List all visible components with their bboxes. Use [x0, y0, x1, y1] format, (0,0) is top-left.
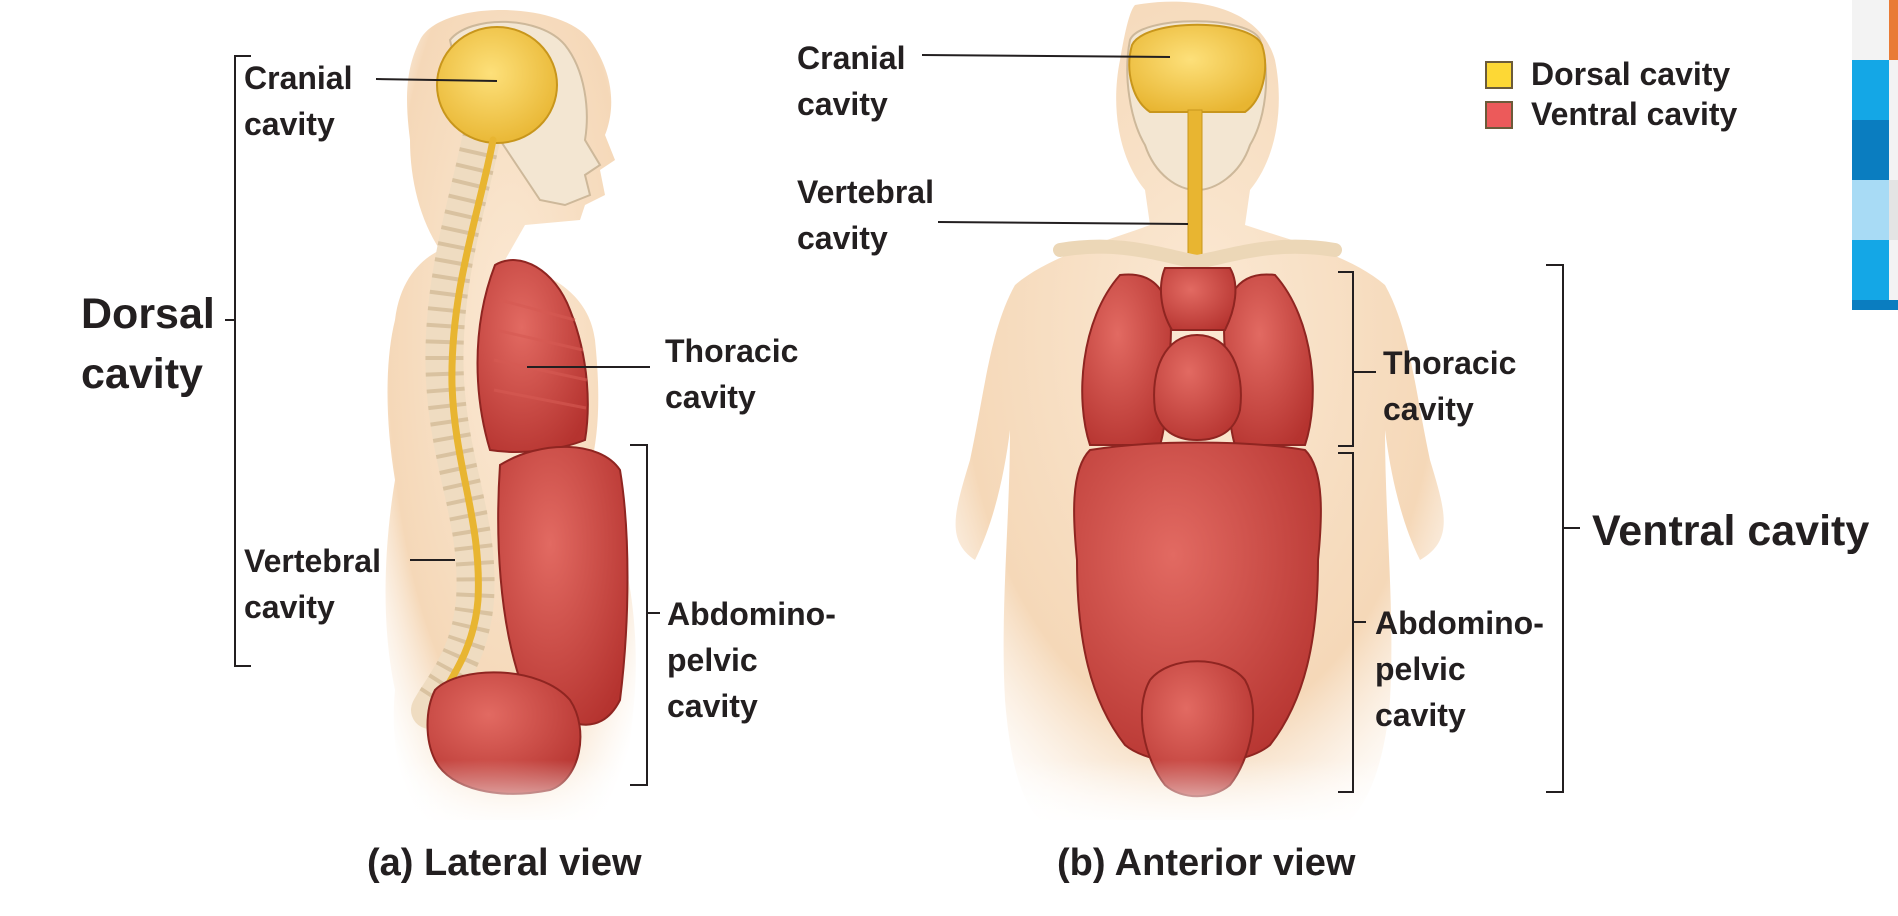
- lateral-cranial-line-2: cavity: [244, 106, 335, 142]
- lateral-view-caption: (a) Lateral view: [367, 842, 642, 884]
- lateral-abdomino-line-1: Abdomino-: [667, 596, 836, 632]
- anterior-view-caption: (b) Anterior view: [1057, 842, 1356, 884]
- anterior-abdomino-line-3: cavity: [1375, 697, 1466, 733]
- decorative-strip: [1852, 0, 1898, 360]
- lateral-cranial-line-1: Cranial: [244, 60, 353, 96]
- dorsal-swatch-icon: [1485, 60, 1513, 89]
- anterior-cranial-line-1: Cranial: [797, 40, 906, 76]
- decor-cell: [1888, 240, 1898, 300]
- decor-block: [1852, 180, 1898, 240]
- lateral-body: [380, 10, 660, 830]
- decor-cell: [1888, 0, 1898, 60]
- anterior-thoracic-line-2: cavity: [1383, 391, 1474, 427]
- anterior-abdomino-line-2: pelvic: [1375, 651, 1466, 687]
- decor-cell: [1888, 180, 1898, 240]
- anterior-body: [955, 1, 1444, 830]
- decor-cell: [1852, 120, 1889, 180]
- legend-item-ventral: Ventral cavity: [1485, 96, 1737, 133]
- dorsal-cavity-label: Dorsal cavity: [81, 284, 215, 404]
- decor-block: [1852, 300, 1898, 310]
- lateral-vertebral-line-1: Vertebral: [244, 543, 381, 579]
- anterior-cranial-cavity-label: Cranial cavity: [797, 35, 905, 127]
- decor-block: [1852, 120, 1898, 180]
- legend-label-ventral: Ventral cavity: [1531, 96, 1738, 132]
- lateral-thoracic-line-2: cavity: [665, 379, 756, 415]
- decor-block: [1852, 240, 1898, 300]
- lateral-abdominopelvic-cavity-label: Abdomino- pelvic cavity: [667, 591, 836, 729]
- decor-block: [1852, 0, 1898, 60]
- lateral-vertebral-cavity-label: Vertebral cavity: [244, 538, 381, 630]
- anterior-thoracic-cavity-label: Thoracic cavity: [1383, 340, 1516, 432]
- ventral-cavity-label: Ventral cavity: [1592, 507, 1870, 555]
- decor-cell: [1852, 240, 1889, 300]
- lateral-abdomino-line-3: cavity: [667, 688, 758, 724]
- anterior-cranial-line-2: cavity: [797, 86, 888, 122]
- lateral-cranial-cavity-label: Cranial cavity: [244, 55, 352, 147]
- decor-block: [1852, 60, 1898, 120]
- dorsal-label-line-2: cavity: [81, 350, 203, 398]
- decor-cell: [1852, 60, 1889, 120]
- lateral-thoracic-line-1: Thoracic: [665, 333, 799, 369]
- anterior-vertebral-cavity-label: Vertebral cavity: [797, 169, 934, 261]
- anterior-abdomino-line-1: Abdomino-: [1375, 605, 1544, 641]
- anterior-vertebral-line-1: Vertebral: [797, 174, 934, 210]
- anterior-thoracic-line-1: Thoracic: [1383, 345, 1517, 381]
- lateral-thoracic-cavity-label: Thoracic cavity: [665, 328, 798, 420]
- ventral-swatch-icon: [1485, 100, 1513, 129]
- decor-cell: [1888, 300, 1898, 310]
- lateral-abdomino-line-2: pelvic: [667, 642, 758, 678]
- decor-cell: [1888, 60, 1898, 120]
- anterior-abdominopelvic-cavity-label: Abdomino- pelvic cavity: [1375, 600, 1544, 738]
- lateral-vertebral-line-2: cavity: [244, 589, 335, 625]
- legend-item-dorsal: Dorsal cavity: [1485, 56, 1730, 93]
- legend-label-dorsal: Dorsal cavity: [1531, 56, 1731, 92]
- decor-cell: [1888, 120, 1898, 180]
- decor-cell: [1852, 180, 1889, 240]
- dorsal-label-line-1: Dorsal: [81, 290, 215, 338]
- decor-cell: [1852, 300, 1889, 310]
- decor-cell: [1852, 0, 1889, 60]
- anterior-vertebral-line-2: cavity: [797, 220, 888, 256]
- leader-lines: [225, 54, 1580, 793]
